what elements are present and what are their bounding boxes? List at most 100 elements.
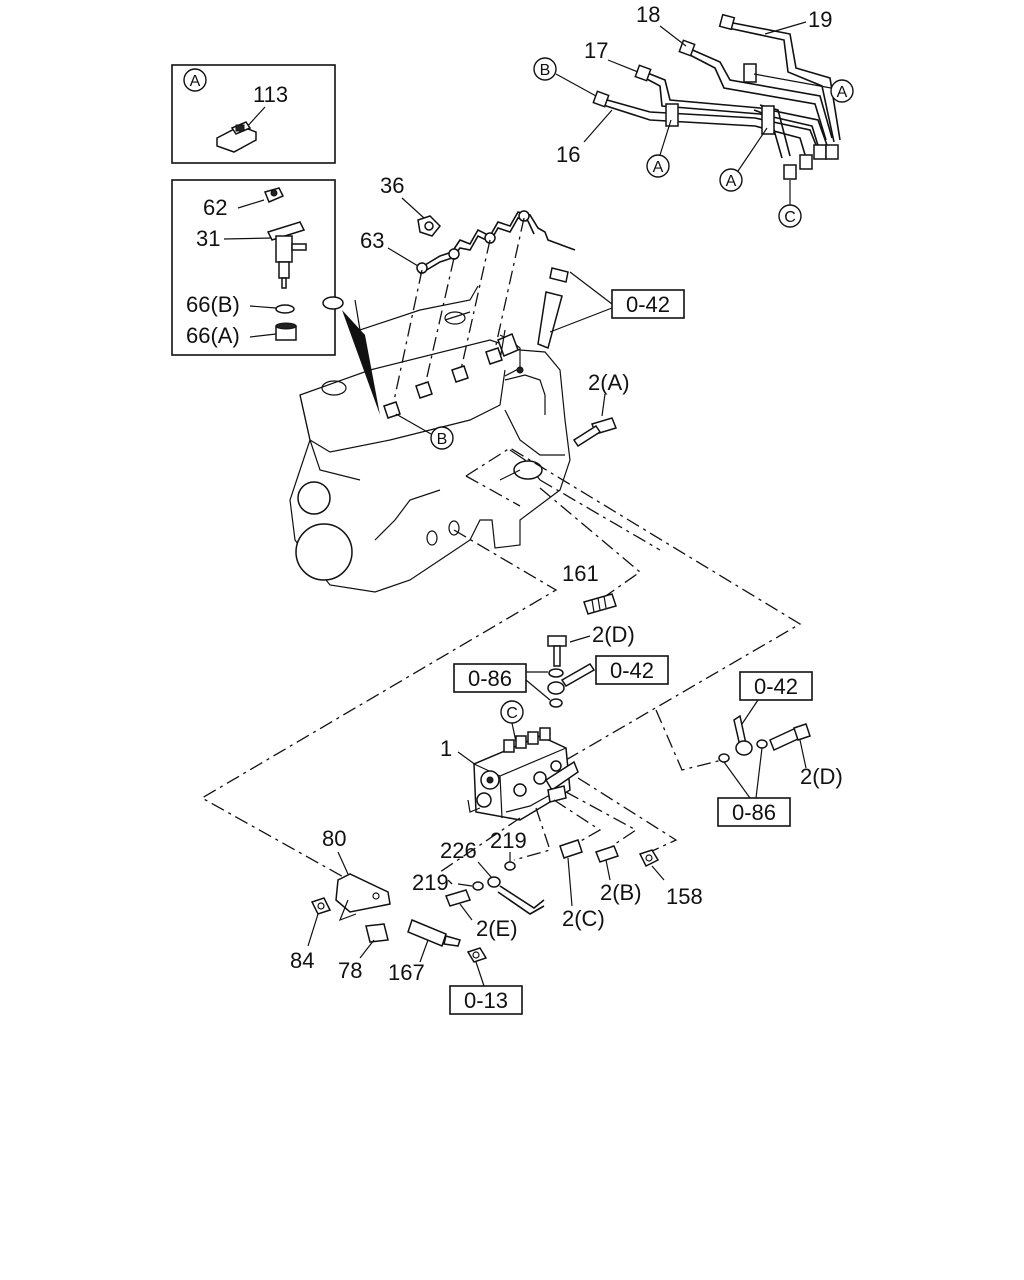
label-226: 226: [440, 838, 477, 863]
label-167: 167: [388, 960, 425, 985]
dash-engine-inner: [539, 479, 661, 551]
leader-042-top-b: [549, 307, 613, 333]
marker-b-pipe-letter: B: [540, 62, 551, 79]
bolt-2d-right: [769, 723, 811, 752]
inset-injector: 62 31 66(B) 66(A): [171, 179, 336, 356]
dash-nozzle-1: [391, 269, 423, 411]
inset-a-ref-circle: [183, 68, 207, 92]
ref-042-top: 0-42: [626, 292, 670, 317]
marker-a-pipe-left-letter: A: [653, 159, 664, 176]
leader-marker-b-pipe: [555, 73, 597, 97]
leader-80: [337, 851, 349, 875]
leader-2a: [601, 393, 606, 417]
leak-off-pipe: [416, 210, 576, 275]
marker-b-pipe: [533, 57, 557, 81]
dash-pump-158: [577, 777, 678, 853]
marker-c-pipe-letter: C: [784, 209, 796, 226]
dash-pump-2c: [553, 799, 602, 847]
label-78: 78: [338, 958, 362, 983]
inset-a-ref-letter: A: [190, 73, 201, 90]
ref-box-013: [449, 985, 523, 1015]
leader-042-right: [741, 699, 759, 725]
marker-c-pump: [500, 700, 524, 724]
leader-63: [387, 247, 419, 267]
dash-nozzle-3: [459, 239, 491, 375]
marker-a-pipe-right-letter: A: [837, 84, 848, 101]
marker-a-pipe-left: [646, 154, 670, 178]
label-2c: 2(C): [562, 906, 605, 931]
washer-219-left: [472, 881, 484, 891]
leader-158: [651, 865, 665, 881]
label-36: 36: [380, 173, 404, 198]
leader-17: [607, 59, 639, 73]
label-2d-top: 2(D): [592, 622, 635, 647]
label-66b: 66(B): [186, 292, 240, 317]
ref-box-042-mid: [595, 655, 669, 685]
nut-013: [466, 947, 488, 963]
label-161: 161: [562, 561, 599, 586]
leader-18: [659, 25, 687, 47]
ref-box-042-right: [739, 671, 813, 701]
ref-box-042-top: [611, 289, 685, 319]
nut-84: [310, 897, 332, 915]
label-66a: 66(A): [186, 323, 240, 348]
nut-62-center: [270, 189, 278, 197]
leader-31: [223, 237, 273, 240]
ref-013: 0-13: [464, 988, 508, 1013]
label-2a: 2(A): [588, 370, 630, 395]
label-16: 16: [556, 142, 580, 167]
leader-66b: [249, 305, 277, 309]
leader-226: [477, 861, 493, 879]
ref-086-right: 0-86: [732, 800, 776, 825]
bolt-2b: [595, 845, 619, 863]
label-18: 18: [636, 2, 660, 27]
washer-219-top: [504, 861, 516, 871]
label-158: 158: [666, 884, 703, 909]
leader-2c: [567, 857, 573, 907]
leader-36: [401, 197, 425, 219]
leader-086-right-b: [755, 747, 763, 799]
bracket-80: [335, 873, 391, 922]
dash-nozzle-2: [423, 257, 455, 391]
nut-158: [638, 849, 660, 868]
ref-042-mid: 0-42: [610, 658, 654, 683]
leader-16: [583, 109, 613, 143]
label-219-top: 219: [490, 828, 527, 853]
leader-marker-a-right: [753, 73, 832, 89]
bolt-78: [365, 923, 389, 943]
bolt-2e: [444, 889, 472, 907]
dash-nozzle-4: [493, 217, 525, 355]
engine-block: [289, 285, 571, 593]
dash-banjo-right: [655, 709, 723, 771]
ref-042-right: 0-42: [754, 674, 798, 699]
label-80: 80: [322, 826, 346, 851]
leader-2b: [605, 859, 611, 881]
leader-2d-top: [569, 635, 591, 643]
leader-84: [307, 913, 319, 947]
marker-a-pipe-mid: [719, 168, 743, 192]
label-219-left: 219: [412, 870, 449, 895]
leak-off-hose: [537, 267, 569, 350]
label-1: 1: [440, 736, 452, 761]
dash-pump-to-engine-left: [200, 529, 558, 885]
label-2d-right: 2(D): [800, 764, 843, 789]
pointer-wedge: [342, 310, 380, 415]
washer-66b: [275, 304, 295, 314]
leader-042-top-a: [569, 271, 613, 305]
marker-b-engine: [430, 426, 454, 450]
leader-2d-right: [799, 739, 807, 769]
injection-pipes: [592, 13, 841, 180]
ref-box-086-top: [453, 663, 527, 693]
leader-19: [764, 21, 807, 35]
stud-161: [583, 593, 617, 615]
leader-78: [359, 939, 375, 959]
bolt-2a: [572, 417, 618, 448]
leader-2e: [459, 903, 473, 921]
stud-167: [407, 919, 461, 947]
clamp-113: [216, 121, 257, 153]
marker-b-engine-letter: B: [437, 431, 448, 448]
dash-pump-to-engine-right: [465, 447, 802, 761]
label-63: 63: [360, 228, 384, 253]
leader-167: [419, 939, 429, 963]
